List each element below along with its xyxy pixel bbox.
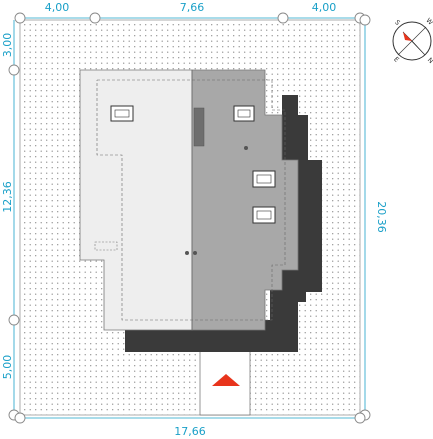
dimension-label-bottom: 17,66 [174,425,206,438]
chimney [193,107,205,147]
compass-needle-accent [403,32,412,41]
compass-letter-s: S [393,18,402,27]
skylight [110,105,134,122]
dimension-node [14,12,26,24]
dimension-label-top-right: 4,00 [312,1,337,14]
skylight [252,206,276,224]
dimension-label-left-middle: 12,36 [1,181,14,213]
dimension-node [354,412,366,424]
dimension-label-left-bottom: 5,00 [1,355,14,380]
dimension-node [89,12,101,24]
vent-dot [185,251,189,255]
dimension-label-top-left: 4,00 [45,1,70,14]
compass-axis [397,26,427,56]
vent-dot [193,251,197,255]
dimension-label-right: 20,36 [375,201,388,233]
dimension-node [8,314,20,326]
dimension-node [359,14,371,26]
vent-dot [244,146,248,150]
compass: S W E N [392,16,433,65]
entrance-marker-icon [212,374,240,386]
compass-letter-n: N [426,56,433,65]
compass-letter-w: W [424,16,433,27]
dimension-label-top-middle: 7,66 [180,1,205,14]
compass-letter-e: E [392,55,401,64]
wall-outline-dashed [96,79,286,321]
dimension-label-left-top: 3,00 [1,33,14,58]
skylight [233,105,255,122]
dimension-node [14,412,26,424]
dimension-node [8,64,20,76]
dimension-node [277,12,289,24]
roof-dark [191,69,299,331]
skylight [252,170,276,188]
terrace-mark [94,241,118,251]
